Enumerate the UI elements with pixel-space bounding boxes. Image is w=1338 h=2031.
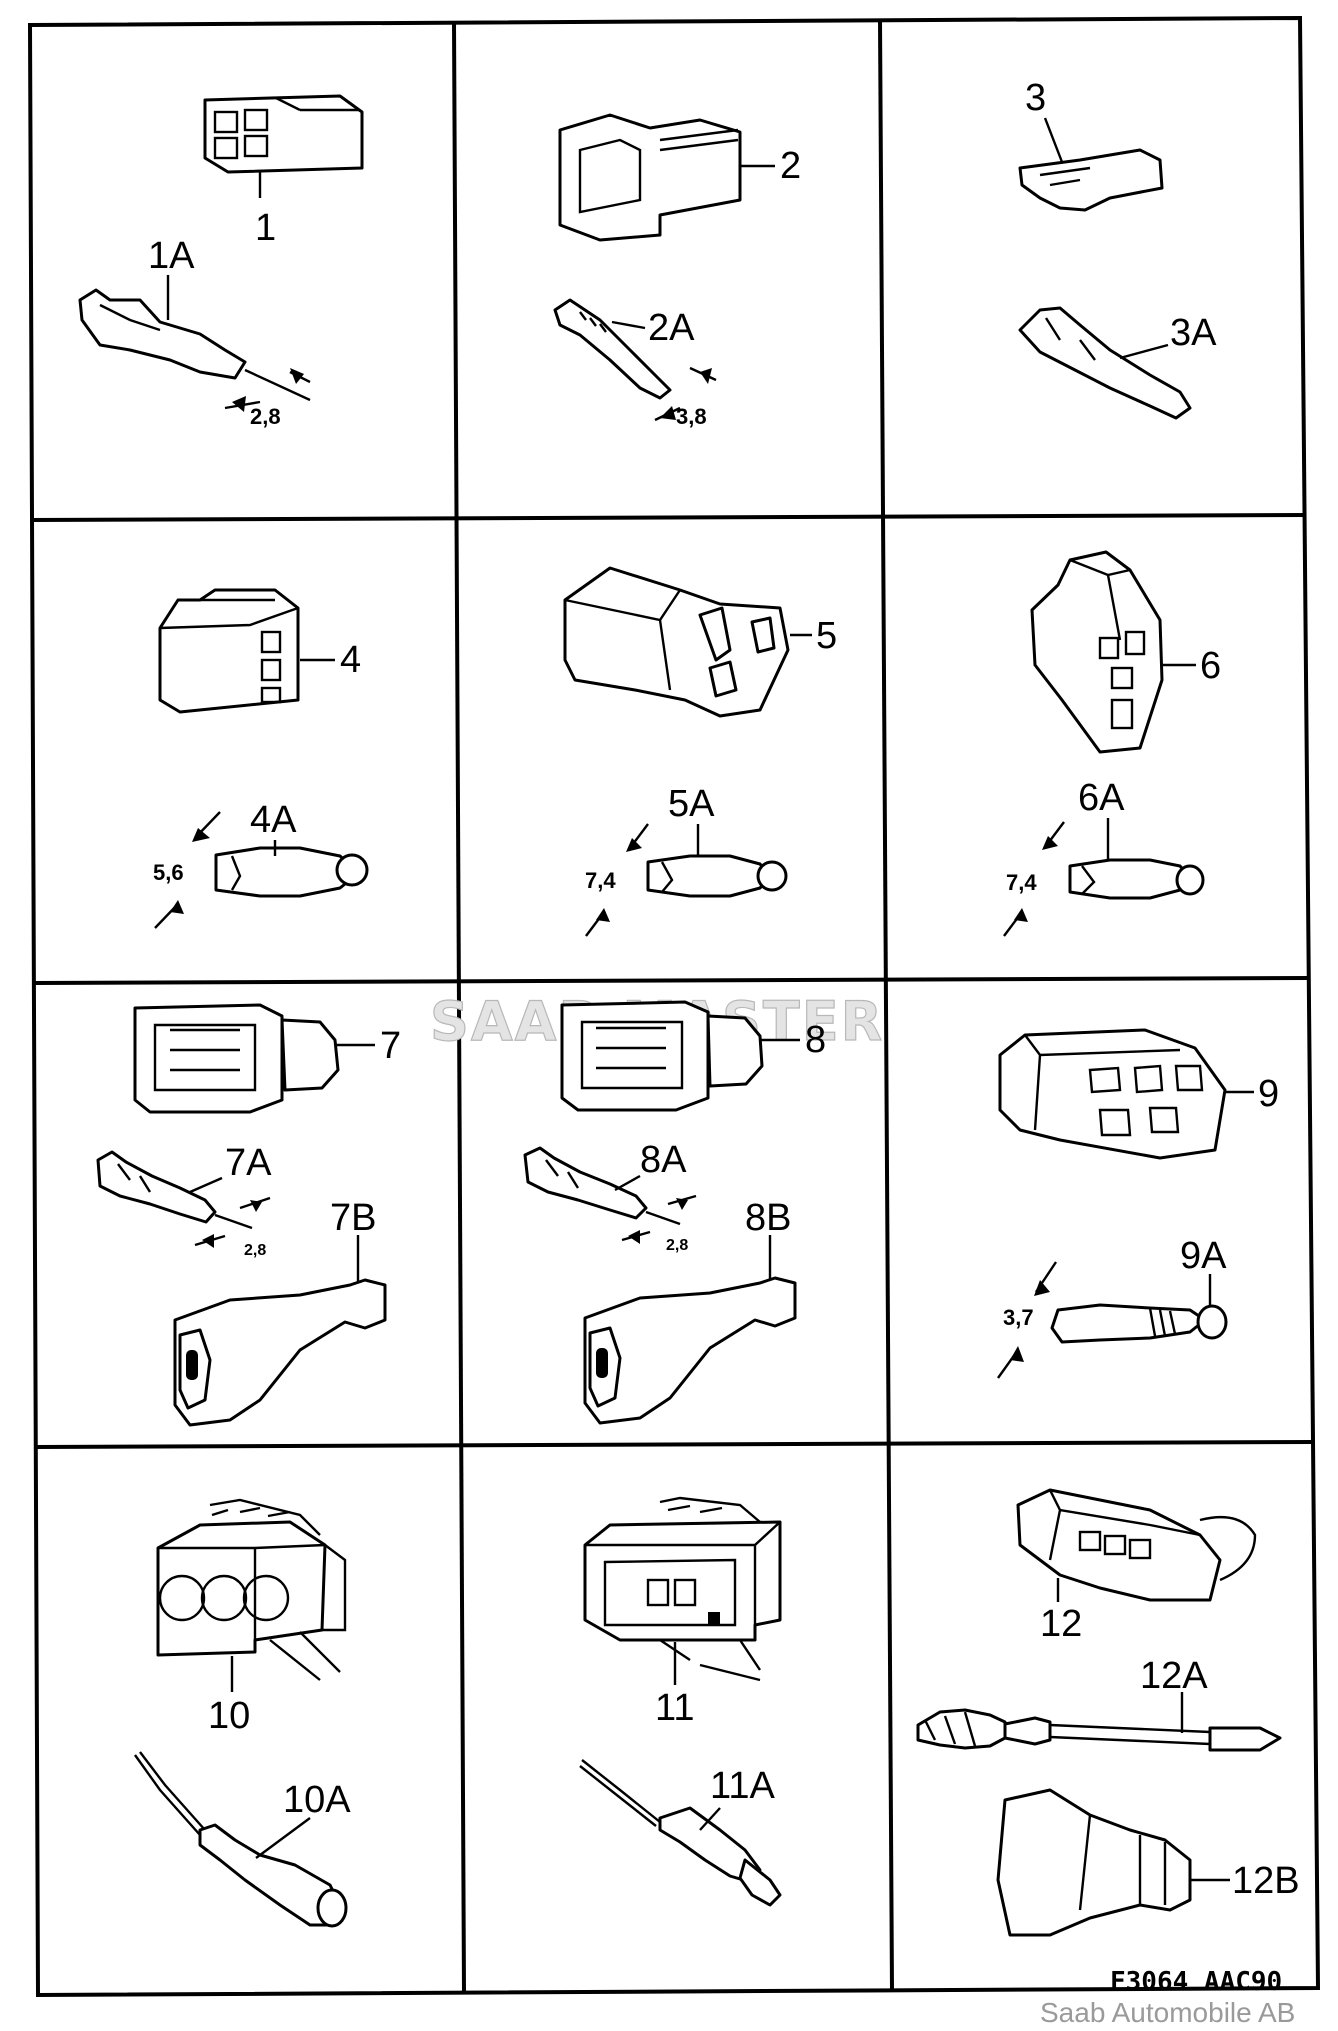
boot-8B-drawing — [583, 1235, 797, 1425]
label-1A: 1A — [148, 235, 195, 277]
cell-12: 12 12A 12B — [916, 1488, 1300, 1937]
cell-1: 1 1A 2,8 — [78, 94, 364, 429]
label-9: 9 — [1258, 1073, 1279, 1115]
label-6A: 6A — [1078, 777, 1125, 819]
label-6: 6 — [1200, 645, 1221, 687]
terminal-9A-drawing — [997, 1261, 1228, 1379]
connector-5-drawing — [563, 566, 812, 718]
terminal-8A-drawing — [523, 1146, 697, 1244]
terminal-12A-drawing — [916, 1692, 1282, 1752]
terminal-4A-drawing — [154, 811, 369, 929]
label-11A: 11A — [710, 1765, 775, 1807]
cell-5: 5 5A 7,4 — [563, 566, 837, 937]
connector-3-drawing — [1018, 117, 1164, 212]
cell-10: 10 10A — [134, 1498, 351, 1928]
terminal-3A-drawing — [1018, 306, 1192, 420]
label-8A: 8A — [640, 1139, 687, 1181]
connector-1-drawing — [203, 94, 364, 198]
connector-10-drawing — [156, 1498, 347, 1692]
label-7B: 7B — [330, 1197, 376, 1239]
label-2: 2 — [780, 145, 801, 187]
terminal-7A-drawing — [96, 1150, 271, 1248]
cell-8: 8 8A 2,8 8B — [523, 1000, 826, 1425]
terminal-11A-drawing — [579, 1759, 782, 1907]
label-5: 5 — [816, 615, 837, 657]
terminal-6A-drawing — [1003, 821, 1205, 937]
label-8: 8 — [805, 1019, 826, 1061]
connector-11-drawing — [583, 1496, 782, 1685]
label-1: 1 — [255, 207, 276, 249]
label-10: 10 — [208, 1695, 250, 1737]
connector-6-drawing — [1030, 550, 1196, 754]
label-3A: 3A — [1170, 312, 1217, 354]
label-4A: 4A — [250, 799, 297, 841]
terminal-10A-drawing — [134, 1751, 348, 1928]
dim-2A: 3,8 — [676, 404, 707, 429]
connector-8-drawing — [560, 1000, 800, 1112]
connector-2-drawing — [558, 113, 775, 242]
terminal-1A-drawing — [78, 288, 311, 412]
boot-7B-drawing — [173, 1235, 387, 1427]
dim-1A: 2,8 — [250, 404, 281, 429]
label-7A: 7A — [225, 1142, 272, 1184]
dim-5A: 7,4 — [585, 868, 616, 893]
dim-8A: 2,8 — [666, 1237, 688, 1254]
cell-7: 7 7A 2,8 7B — [96, 1003, 401, 1427]
cell-6: 6 6A 7,4 — [1003, 550, 1221, 937]
watermark-text: SAAB MASTER — [430, 990, 884, 1053]
label-2A: 2A — [648, 307, 695, 349]
dim-7A: 2,8 — [244, 1242, 266, 1259]
connector-7-drawing — [133, 1003, 375, 1114]
copyright-text: Saab Automobile AB — [1040, 1997, 1295, 2028]
connector-4-drawing — [158, 588, 335, 714]
cell-11: 11 11A — [579, 1496, 782, 1907]
cell-4: 4 4A 5,6 — [153, 588, 369, 929]
cell-3: 3 3A — [1018, 77, 1217, 420]
label-11: 11 — [655, 1687, 694, 1729]
boot-12B-drawing — [996, 1788, 1230, 1937]
cell-9: 9 9A 3,7 — [997, 1028, 1279, 1379]
label-10A: 10A — [283, 1779, 351, 1821]
grid-frame — [27, 15, 1321, 1998]
label-12A: 12A — [1140, 1655, 1208, 1697]
label-9A: 9A — [1180, 1235, 1227, 1277]
figure-code: F3064 AAC90 — [1110, 1967, 1282, 1997]
label-12B: 12B — [1232, 1860, 1300, 1902]
label-7: 7 — [380, 1025, 401, 1067]
cell-2: 2 2A 3,8 — [553, 113, 801, 429]
terminal-2A-drawing — [553, 298, 717, 422]
label-4: 4 — [340, 639, 361, 681]
dim-9A: 3,7 — [1003, 1305, 1034, 1330]
terminal-5A-drawing — [585, 823, 788, 937]
connector-9-drawing — [998, 1028, 1254, 1160]
label-8B: 8B — [745, 1197, 791, 1239]
connector-12-drawing — [1016, 1488, 1257, 1602]
label-5A: 5A — [668, 783, 715, 825]
dim-4A: 5,6 — [153, 860, 184, 885]
label-12: 12 — [1040, 1603, 1082, 1645]
dim-6A: 7,4 — [1006, 870, 1037, 895]
label-3: 3 — [1025, 77, 1046, 119]
